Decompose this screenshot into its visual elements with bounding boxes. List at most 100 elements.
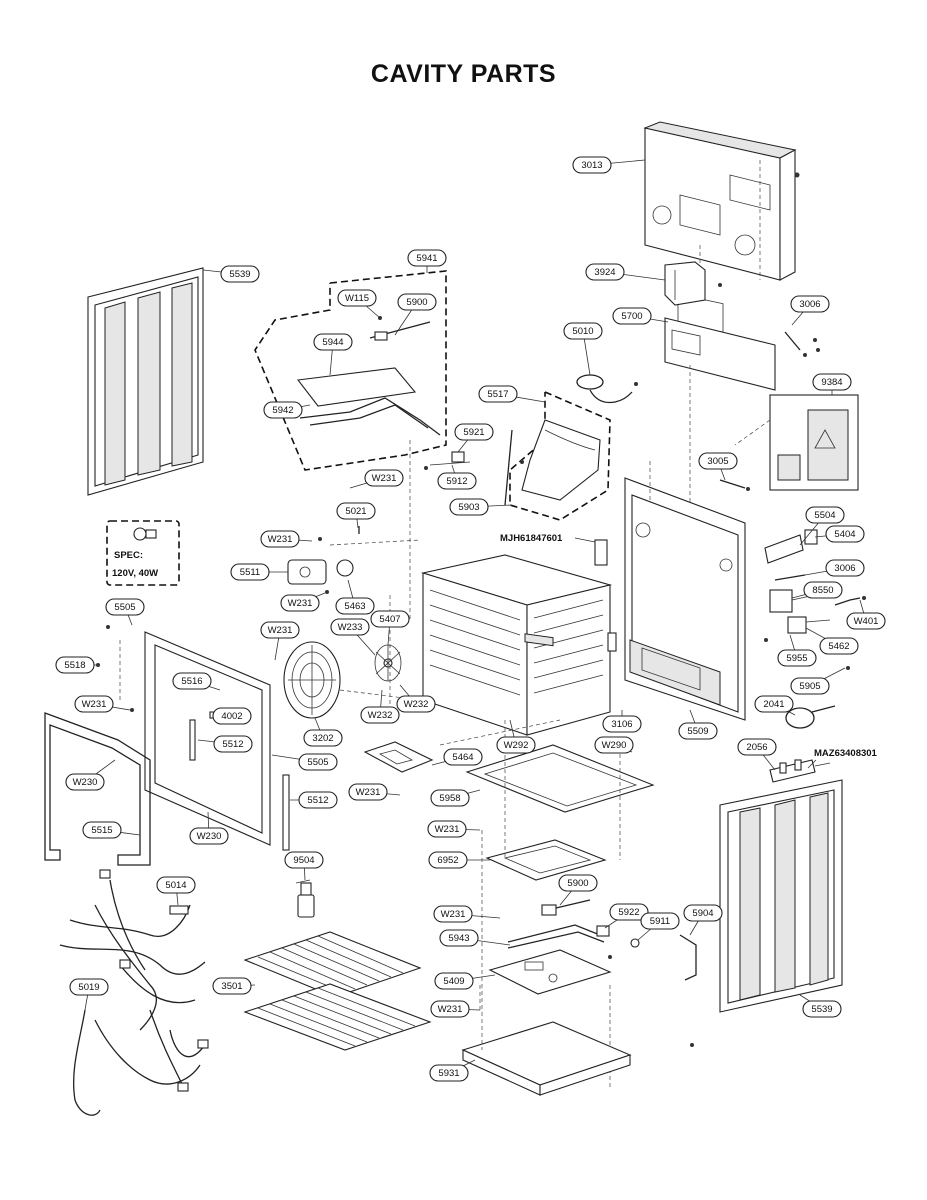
callout-bubble — [478, 385, 518, 403]
callout-bubble — [360, 706, 400, 724]
callout-text: 5462 — [828, 641, 849, 652]
callout-5404: 5404 — [814, 525, 865, 543]
callout-w232b: W232 — [396, 684, 436, 713]
callout-text: 3202 — [312, 733, 333, 744]
callout-bubble — [212, 707, 252, 725]
callout-text: 5958 — [439, 793, 460, 804]
callout-text: 5900 — [406, 297, 427, 308]
callout-w231d: W231 — [260, 621, 300, 661]
callout-text: 5922 — [618, 907, 639, 918]
callout-w231f: W231 — [348, 783, 401, 801]
callout-bubble — [212, 977, 252, 995]
callout-bubble — [825, 559, 865, 577]
front-frame — [96, 625, 290, 851]
callout-bubble — [298, 753, 338, 771]
callout-bubble — [284, 851, 324, 869]
callout-bubble — [74, 695, 114, 713]
callout-text: 5516 — [181, 676, 202, 687]
callout-5464: 5464 — [431, 748, 483, 766]
callout-bubble — [260, 621, 300, 639]
bottom-tray-5931 — [461, 1021, 694, 1096]
callout-text: 5903 — [458, 502, 479, 513]
callout-text: 3106 — [611, 719, 632, 730]
callout-text: 5955 — [786, 653, 807, 664]
sensor-parts-bottom — [596, 925, 697, 981]
callout-bubble — [454, 423, 494, 441]
callout-text: 5921 — [463, 427, 484, 438]
callout-5955: 5955 — [777, 634, 817, 667]
callout-5407: 5407 — [370, 610, 410, 646]
callout-text: 5014 — [165, 880, 186, 891]
callout-text: 5943 — [448, 933, 469, 944]
callout-5462: 5462 — [805, 627, 859, 655]
wire-harness-5014 — [59, 869, 206, 1031]
thermal-fuse-2041 — [785, 705, 836, 729]
callout-text: 5518 — [64, 660, 85, 671]
callout-bubble — [407, 249, 447, 267]
callout-w401: W401 — [846, 599, 886, 630]
callout-3202: 3202 — [303, 717, 343, 747]
callout-bubble — [640, 912, 680, 930]
callout-text: 3006 — [834, 563, 855, 574]
wire-5010 — [576, 374, 638, 404]
callout-text: W233 — [338, 622, 363, 633]
callout-text: 3005 — [707, 456, 728, 467]
sensor-5921-5912 — [424, 451, 471, 470]
callout-5539a: 5539 — [202, 265, 260, 283]
callout-w231a: W231 — [349, 469, 404, 489]
callout-bubble — [585, 263, 625, 281]
page-title: CAVITY PARTS — [370, 60, 557, 88]
callout-bubble — [430, 1000, 470, 1018]
callout-5921: 5921 — [454, 423, 494, 453]
callout-bubble — [220, 265, 260, 283]
callout-w230b: W230 — [189, 811, 229, 845]
callout-8550: 8550 — [791, 581, 843, 599]
callout-bubble — [336, 502, 376, 520]
callout-5944: 5944 — [313, 333, 353, 376]
callout-bubble — [397, 293, 437, 311]
callout-bubble — [439, 929, 479, 947]
callout-bubble — [280, 594, 320, 612]
callout-5517: 5517 — [478, 385, 546, 403]
callout-bubble — [429, 1064, 469, 1082]
callout-text: 5019 — [78, 982, 99, 993]
callout-bubble — [313, 333, 353, 351]
callout-text: 5021 — [345, 506, 366, 517]
callout-5516: 5516 — [172, 672, 221, 691]
callout-text: 5944 — [322, 337, 343, 348]
callout-text: 2041 — [763, 699, 784, 710]
callout-5931: 5931 — [429, 1059, 476, 1082]
callout-5943: 5943 — [439, 929, 511, 947]
callout-bubble — [846, 612, 886, 630]
side-panel-5539-right — [719, 779, 843, 1013]
callout-text: 9504 — [293, 855, 314, 866]
callout-bubble — [69, 978, 109, 996]
callout-text: W231 — [288, 598, 313, 609]
callout-text: 5511 — [240, 567, 260, 578]
callout-text: 5409 — [443, 976, 464, 987]
wire-harness-5019 — [72, 1009, 209, 1116]
callout-text: 9384 — [821, 377, 842, 388]
callout-bubble — [449, 498, 489, 516]
callout-5700: 5700 — [612, 307, 669, 325]
callout-bubble — [260, 530, 300, 548]
callout-text: 5515 — [91, 825, 112, 836]
callout-5010: 5010 — [563, 322, 603, 376]
callout-5518: 5518 — [55, 656, 98, 674]
side-panel-5539-left — [87, 267, 204, 496]
callout-w290: W290 — [594, 736, 634, 754]
callout-text: 8550 — [812, 585, 833, 596]
callout-5021: 5021 — [336, 502, 376, 529]
oven-racks-3501 — [243, 931, 432, 1051]
callout-3106: 3106 — [602, 710, 642, 733]
callout-5511: 5511 — [230, 563, 288, 581]
callout-text: 4002 — [221, 711, 242, 722]
callout-3501: 3501 — [212, 977, 256, 995]
callout-5900a: 5900 — [394, 293, 437, 336]
callout-text: 5912 — [446, 476, 467, 487]
callout-6952: 6952 — [428, 851, 490, 869]
callout-5409: 5409 — [434, 972, 496, 990]
callout-w231g: W231 — [427, 820, 481, 838]
callout-bubble — [396, 695, 436, 713]
